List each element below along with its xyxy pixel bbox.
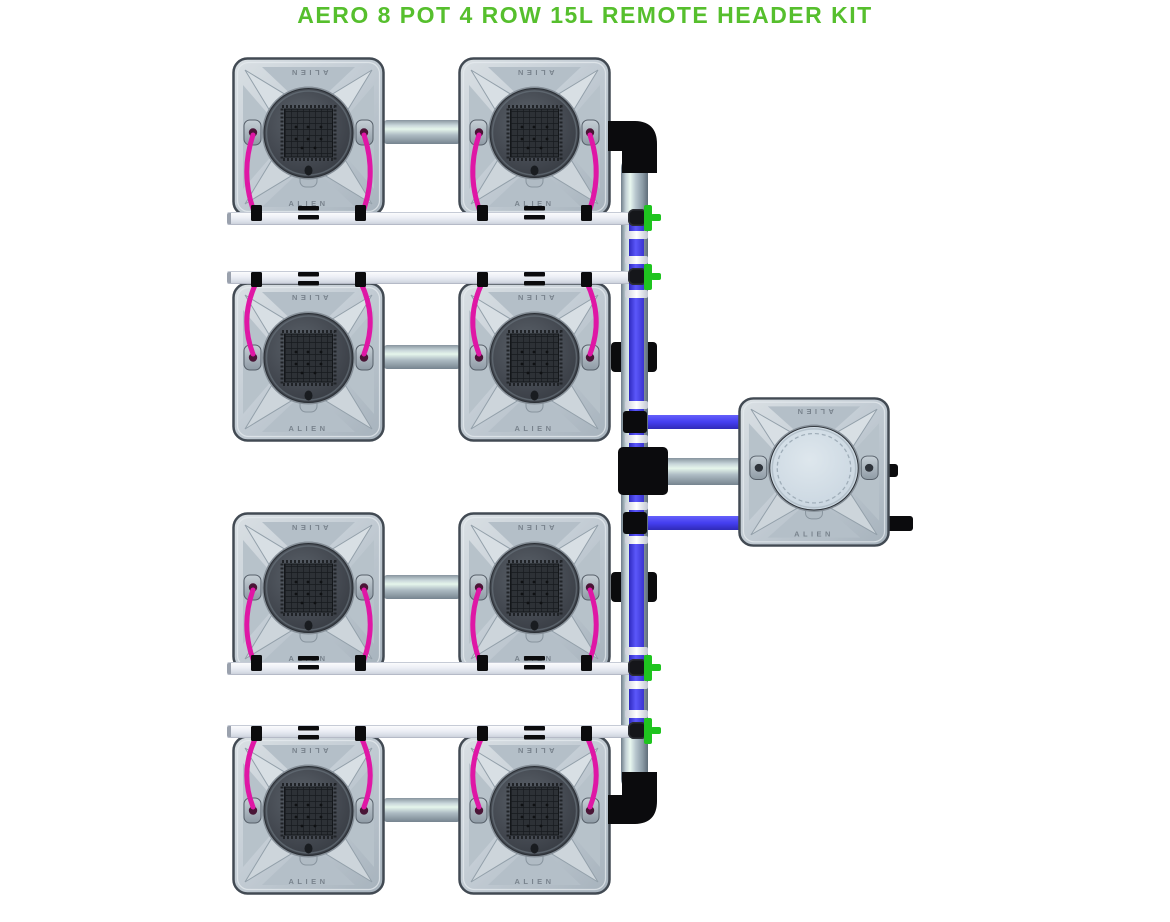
remote-header-tank: ALIEN ALIEN bbox=[738, 397, 890, 547]
right-port-icon bbox=[585, 583, 595, 592]
header-return-pipe bbox=[662, 458, 742, 485]
pot-row1-left: ALIEN ALIEN bbox=[232, 57, 385, 217]
pot-row2-right: ALIEN ALIEN bbox=[458, 282, 611, 442]
mesh-basket bbox=[284, 333, 333, 383]
interpot-link-pipe-row-4 bbox=[384, 798, 460, 822]
row-4-feed-pipe bbox=[227, 725, 647, 738]
right-port-icon bbox=[359, 353, 369, 362]
brand-embossed-text: ALIEN bbox=[515, 293, 555, 302]
right-port-icon bbox=[864, 463, 874, 472]
left-port-icon bbox=[474, 128, 484, 137]
brand-embossed-text: ALIEN bbox=[289, 68, 329, 77]
pipe-collar-10 bbox=[624, 536, 648, 544]
blue-branch-junction-1 bbox=[622, 411, 647, 433]
green-tee-bar-4 bbox=[643, 717, 652, 744]
feed-pipe-end-cap-2 bbox=[628, 268, 647, 285]
green-tee-stub-3 bbox=[650, 664, 661, 671]
interpot-link-pipe-row-2 bbox=[384, 345, 460, 369]
pipe-collar-3 bbox=[624, 289, 648, 298]
pipe-collar-6 bbox=[624, 709, 648, 718]
row-2-feed-pipe bbox=[227, 271, 647, 284]
left-port-icon bbox=[474, 353, 484, 362]
feed-pipe-end-cap-1 bbox=[628, 209, 647, 226]
brand-embossed-text: ALIEN bbox=[515, 523, 555, 532]
brand-embossed-text: ALIEN bbox=[515, 877, 555, 886]
right-port-icon bbox=[585, 128, 595, 137]
vessel-lid bbox=[769, 426, 859, 511]
brand-embossed-text: ALIEN bbox=[515, 424, 555, 433]
right-port-icon bbox=[359, 806, 369, 815]
green-tee-stub-2 bbox=[650, 273, 661, 280]
right-port-icon bbox=[359, 583, 369, 592]
brand-embossed-text: ALIEN bbox=[515, 199, 555, 208]
page-title: AERO 8 POT 4 ROW 15L REMOTE HEADER KIT bbox=[297, 2, 873, 28]
row-1-feed-pipe bbox=[227, 212, 647, 225]
green-tee-bar-2 bbox=[643, 263, 652, 290]
header-feed-pipe-top bbox=[641, 415, 741, 429]
left-port-icon bbox=[248, 353, 258, 362]
pot-row2-left: ALIEN ALIEN bbox=[232, 282, 385, 442]
pipe-collar-5 bbox=[624, 680, 648, 689]
blue-branch-junction-2 bbox=[622, 512, 647, 534]
right-port-icon bbox=[585, 806, 595, 815]
pipe-collar-7 bbox=[624, 401, 648, 409]
brand-embossed-text: ALIEN bbox=[289, 293, 329, 302]
pot-row4-left: ALIEN ALIEN bbox=[232, 735, 385, 895]
right-port-icon bbox=[359, 128, 369, 137]
green-tee-bar-1 bbox=[643, 204, 652, 231]
feed-pipe-end-cap-3 bbox=[628, 659, 647, 676]
brand-embossed-text: ALIEN bbox=[794, 530, 834, 539]
pot-row4-right: ALIEN ALIEN bbox=[458, 735, 611, 895]
green-tee-stub-4 bbox=[650, 727, 661, 734]
row-3-feed-pipe bbox=[227, 662, 647, 675]
mesh-basket bbox=[284, 563, 333, 613]
mesh-basket bbox=[510, 563, 559, 613]
interpot-link-pipe-row-1 bbox=[384, 120, 460, 144]
pipe-collar-8 bbox=[624, 435, 648, 443]
green-tee-stub-1 bbox=[650, 214, 661, 221]
left-port-icon bbox=[248, 583, 258, 592]
mesh-basket bbox=[284, 108, 333, 158]
header-feed-pipe-bottom bbox=[641, 516, 741, 530]
brand-embossed-text: ALIEN bbox=[289, 523, 329, 532]
pot-row1-right: ALIEN ALIEN bbox=[458, 57, 611, 217]
pipe-collar-2 bbox=[624, 255, 648, 264]
left-port-icon bbox=[474, 806, 484, 815]
left-port-icon bbox=[474, 583, 484, 592]
brand-embossed-text: ALIEN bbox=[515, 68, 555, 77]
interpot-link-pipe-row-3 bbox=[384, 575, 460, 599]
brand-embossed-text: ALIEN bbox=[289, 424, 329, 433]
brand-embossed-text: ALIEN bbox=[515, 746, 555, 755]
left-port-icon bbox=[754, 463, 764, 472]
pipe-collar-9 bbox=[624, 502, 648, 510]
header-outlet-fitting-stub bbox=[884, 516, 913, 531]
right-port-icon bbox=[585, 353, 595, 362]
brand-embossed-text: ALIEN bbox=[794, 407, 834, 416]
mesh-basket bbox=[510, 786, 559, 836]
pipe-collar-4 bbox=[624, 646, 648, 655]
left-port-icon bbox=[248, 128, 258, 137]
brand-embossed-text: ALIEN bbox=[289, 199, 329, 208]
brand-embossed-text: ALIEN bbox=[289, 746, 329, 755]
mesh-basket bbox=[510, 333, 559, 383]
left-port-icon bbox=[248, 806, 258, 815]
mesh-basket bbox=[510, 108, 559, 158]
green-tee-bar-3 bbox=[643, 654, 652, 681]
header-return-tee bbox=[617, 447, 668, 495]
brand-embossed-text: ALIEN bbox=[289, 877, 329, 886]
pipe-collar-1 bbox=[624, 230, 648, 239]
feed-pipe-end-cap-4 bbox=[628, 722, 647, 739]
mesh-basket bbox=[284, 786, 333, 836]
